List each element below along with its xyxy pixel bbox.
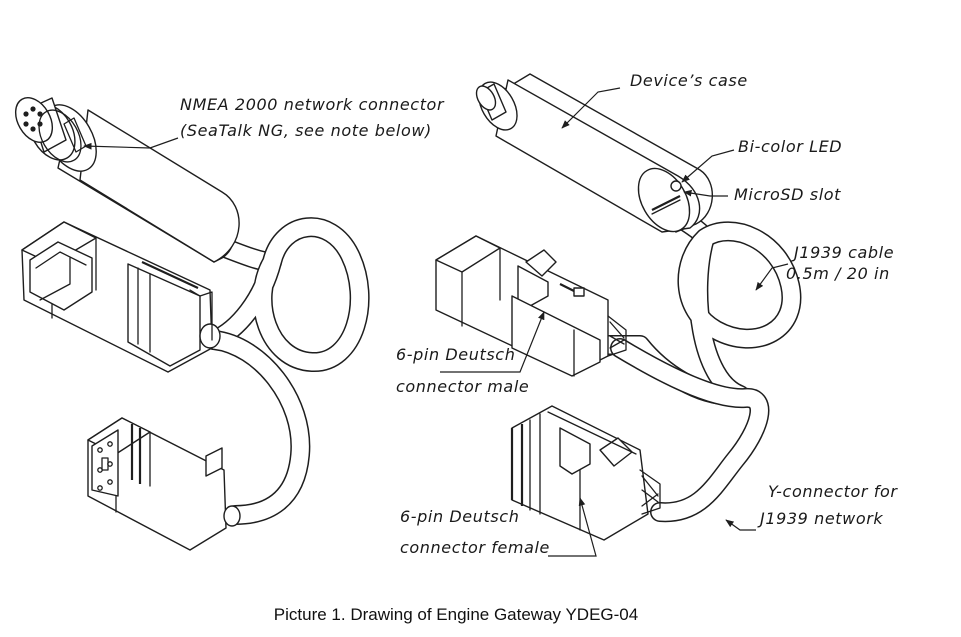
- left-cables: [195, 217, 370, 525]
- leader-j1939-cable: [755, 263, 789, 291]
- label-female-line2: connector female: [400, 538, 550, 557]
- label-j1939-cable-line2: 0.5m / 20 in: [786, 264, 890, 283]
- left-male-connector: [21, 221, 221, 373]
- female-pins-icon: [97, 441, 113, 491]
- right-female-connector: [510, 405, 661, 541]
- left-female-connector: [87, 417, 241, 551]
- leader-bicolor-led: [681, 149, 735, 183]
- microsd-slot-icon: [651, 195, 681, 211]
- label-male-line2: connector male: [396, 377, 529, 396]
- labels: NMEA 2000 network connector (SeaTalk NG,…: [180, 71, 898, 557]
- label-j1939-cable-line1: J1939 cable: [791, 243, 894, 262]
- left-assembly: [14, 97, 370, 551]
- leader-yconn: [725, 519, 756, 531]
- device-case: [475, 73, 714, 233]
- leader-nmea: [83, 137, 179, 150]
- nmea-connector: [14, 97, 240, 263]
- label-device-case: Device’s case: [630, 71, 748, 90]
- label-nmea-line2: (SeaTalk NG, see note below): [180, 121, 432, 140]
- leader-device-case: [561, 87, 621, 129]
- bicolor-led-icon: [670, 180, 682, 192]
- label-nmea-line1: NMEA 2000 network connector: [180, 95, 445, 114]
- right-male-connector: [435, 235, 627, 377]
- label-yconn-line1: Y-connector for: [768, 482, 898, 501]
- right-leaders: [440, 87, 789, 557]
- label-male-line1: 6-pin Deutsch: [396, 345, 515, 364]
- label-yconn-line2: J1939 network: [757, 509, 883, 528]
- right-assembly: [435, 73, 802, 557]
- figure-caption: Picture 1. Drawing of Engine Gateway YDE…: [274, 605, 638, 624]
- label-microsd-slot: MicroSD slot: [734, 185, 841, 204]
- label-female-line1: 6-pin Deutsch: [400, 507, 519, 526]
- leader-female: [548, 497, 597, 557]
- leader-microsd: [683, 189, 728, 197]
- label-bicolor-led: Bi-color LED: [738, 137, 842, 156]
- leader-male: [440, 311, 545, 373]
